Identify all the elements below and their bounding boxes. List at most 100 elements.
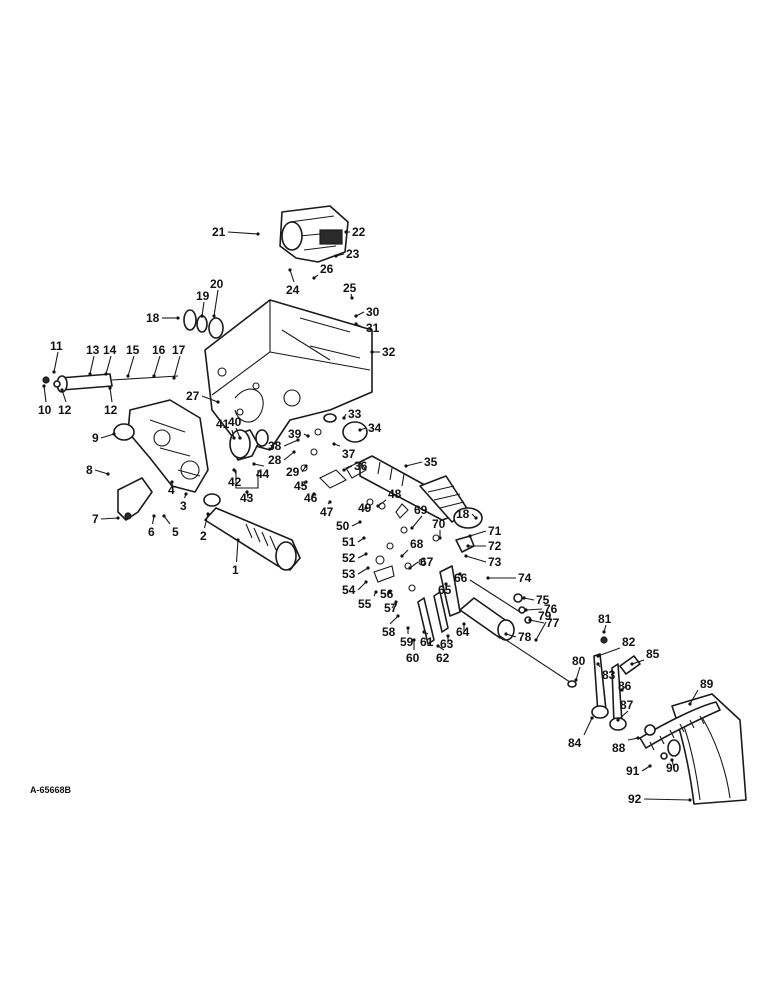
callout-number: 6: [148, 525, 155, 539]
callout-number: 26: [320, 262, 334, 276]
callout-number: 70: [432, 517, 446, 531]
callout-number: 68: [410, 537, 424, 551]
control-lever: [593, 653, 607, 715]
callout-number: 21: [212, 225, 226, 239]
callout-number: 49: [358, 501, 372, 515]
callout-number: 90: [666, 761, 680, 775]
callout-arrowhead: [176, 316, 180, 320]
callout-number: 8: [86, 463, 93, 477]
callout-number: 65: [438, 583, 452, 597]
callout-number: 38: [268, 439, 282, 453]
callout-leader: [100, 517, 119, 520]
callout-arrowhead: [88, 372, 92, 376]
callout-number: 1: [232, 563, 239, 577]
callout-number: 36: [354, 459, 368, 473]
callout-arrowhead: [350, 296, 354, 300]
callout-arrowhead: [466, 544, 470, 548]
callout-arrowhead: [108, 386, 112, 390]
callout-leader: [411, 515, 423, 529]
callout-number: 60: [406, 651, 420, 665]
callout-arrowhead: [334, 254, 338, 258]
callout-number: 74: [518, 571, 532, 585]
callout-number: 5: [172, 525, 179, 539]
drawing-code: A-65668B: [30, 785, 72, 795]
callout-number: 31: [366, 321, 380, 335]
callout-number: 47: [320, 505, 334, 519]
callout-leader: [201, 395, 219, 403]
callout-number: 35: [424, 455, 438, 469]
callout-number: 89: [700, 677, 714, 691]
callout-arrowhead: [126, 374, 130, 378]
callout-number: 92: [628, 792, 642, 806]
callout-leader: [389, 615, 399, 625]
callout-arrowhead: [524, 608, 528, 612]
callout-leader: [583, 717, 593, 736]
main-housing: [204, 299, 373, 451]
callout-leader: [173, 355, 181, 379]
callout-number: 27: [186, 389, 200, 403]
callout-number: 71: [488, 524, 502, 538]
callout-leader: [127, 355, 135, 377]
callout-number: 23: [346, 247, 360, 261]
callout-arrowhead: [412, 638, 416, 642]
callout-leader: [94, 469, 109, 475]
callout-arrowhead: [688, 798, 692, 802]
callout-number: 82: [622, 635, 636, 649]
callout-leader: [405, 461, 423, 467]
callout-number: 20: [210, 277, 224, 291]
callout-arrowhead: [596, 662, 600, 666]
callout-arrowhead: [152, 374, 156, 378]
callout-arrowhead: [388, 590, 392, 594]
callout-arrowhead: [162, 514, 166, 518]
callout-leader: [109, 387, 113, 403]
callout-number: 81: [598, 612, 612, 626]
callout-number: 29: [286, 465, 300, 479]
callout-arrowhead: [574, 678, 578, 682]
callout-number: 17: [172, 343, 186, 357]
callout-arrowhead: [458, 572, 462, 576]
callout-arrowhead: [376, 504, 380, 508]
callout-arrowhead: [200, 314, 204, 318]
callout-leader: [289, 269, 295, 283]
callout-arrowhead: [358, 520, 362, 524]
callout-number: 40: [228, 415, 242, 429]
callout-arrowhead: [216, 400, 220, 404]
callout-arrowhead: [362, 536, 366, 540]
callout-leader: [529, 619, 545, 624]
callout-arrowhead: [42, 384, 46, 388]
callout-number: 32: [382, 345, 396, 359]
callout-arrowhead: [116, 516, 120, 520]
callout-arrowhead: [232, 468, 236, 472]
callout-number: 46: [304, 491, 318, 505]
callout-leader: [617, 710, 629, 721]
callout-leader: [627, 737, 639, 741]
callout-number: 9: [92, 431, 99, 445]
callout-leader: [631, 659, 645, 665]
callout-leader: [235, 539, 239, 563]
callout-number: 91: [626, 764, 640, 778]
callout-number: 66: [454, 571, 468, 585]
callout-number: 58: [382, 625, 396, 639]
callout-number: 18: [456, 507, 470, 521]
callout-number: 50: [336, 519, 350, 533]
callout-arrowhead: [370, 350, 374, 354]
callout-number: 10: [38, 403, 52, 417]
callout-arrowhead: [112, 432, 116, 436]
callout-arrowhead: [296, 438, 300, 442]
callout-number: 7: [92, 512, 99, 526]
callout-arrowhead: [522, 596, 526, 600]
callout-arrowhead: [648, 764, 652, 768]
callout-arrowhead: [630, 662, 634, 666]
callout-number: 43: [240, 491, 254, 505]
callout-number: 3: [180, 499, 187, 513]
callout-arrowhead: [404, 464, 408, 468]
callout-leader: [253, 463, 265, 467]
callout-arrowhead: [312, 492, 316, 496]
callout-number: 30: [366, 305, 380, 319]
callout-number: 2: [200, 529, 207, 543]
callout-arrowhead: [590, 716, 594, 720]
callout-leader: [43, 385, 47, 403]
callout-arrowhead: [206, 512, 210, 516]
